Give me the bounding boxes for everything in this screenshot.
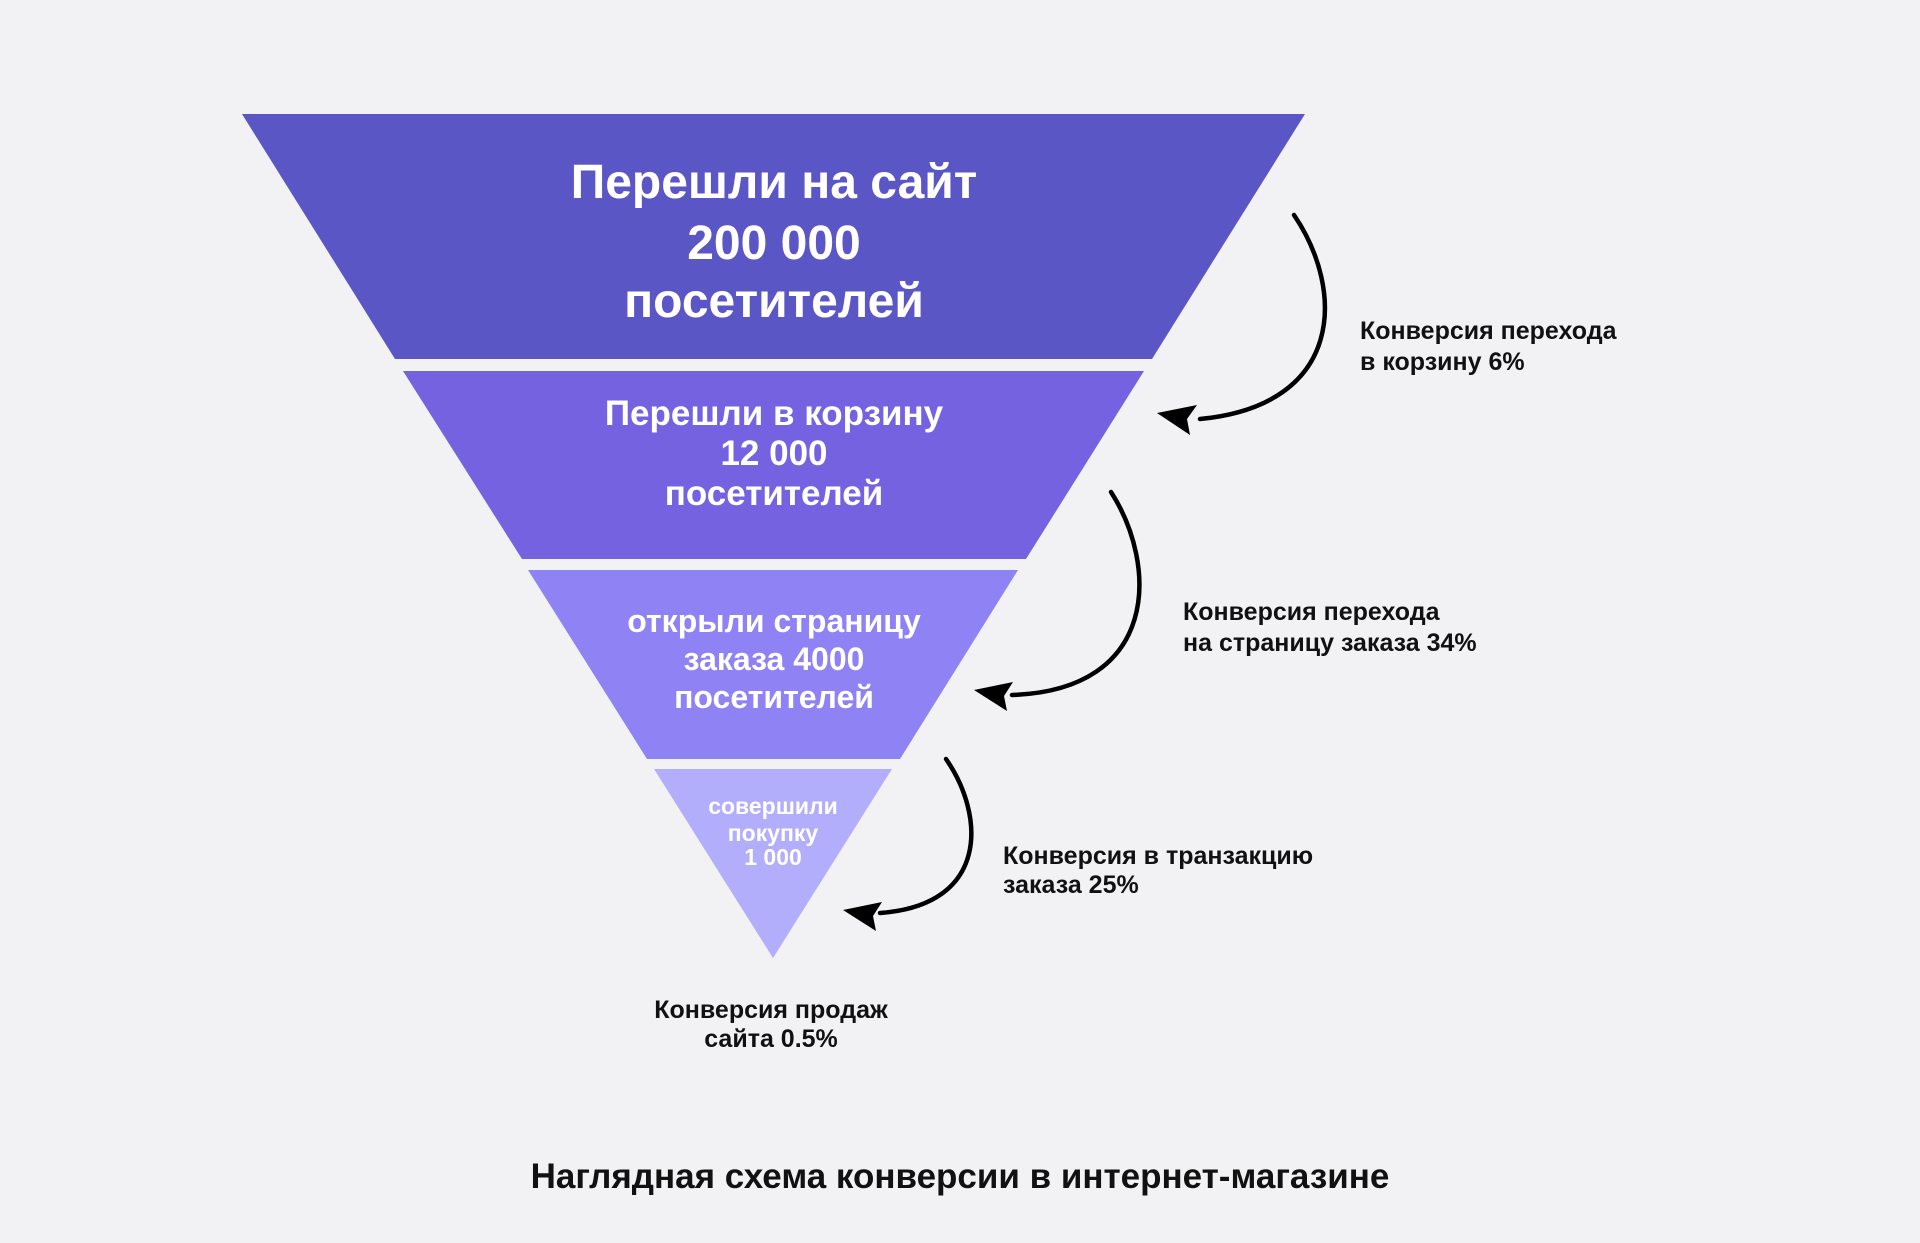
diagram-caption: Наглядная схема конверсии в интернет-маг… xyxy=(531,1157,1390,1196)
stage-3-line-3: посетителей xyxy=(674,679,874,715)
stage-2-line-3: посетителей xyxy=(665,474,884,513)
conversion-label-1: Конверсия перехода в корзину 6% xyxy=(1360,317,1618,376)
stage-4-line-1: совершили xyxy=(708,793,838,819)
stage-4-line-3: 1 000 xyxy=(744,844,802,870)
conversion-2-line-2: на страницу заказа 34% xyxy=(1183,629,1477,657)
funnel-stage-2: Перешли в корзину 12 000 посетителей xyxy=(403,371,1144,559)
stage-4-line-2: покупку xyxy=(728,820,819,846)
stage-2-line-1: Перешли в корзину xyxy=(605,394,944,433)
arrow-2-head-icon xyxy=(974,682,1013,711)
conversion-arrow-1 xyxy=(1157,212,1328,435)
funnel-stage-4: совершили покупку 1 000 xyxy=(654,769,892,958)
stage-1-line-1: Перешли на сайт xyxy=(571,156,978,209)
conversion-label-2: Конверсия перехода на страницу заказа 34… xyxy=(1183,598,1477,657)
funnel-stage-1: Перешли на сайт 200 000 посетителей xyxy=(242,114,1305,359)
arrow-1-head-icon xyxy=(1157,405,1197,435)
conversion-1-line-1: Конверсия перехода xyxy=(1360,317,1618,345)
funnel-stage-3-shape xyxy=(528,570,1018,759)
conversion-arrow-3 xyxy=(843,756,974,931)
total-conversion-label: Конверсия продаж сайта 0.5% xyxy=(654,996,888,1053)
arrow-2-curve xyxy=(1009,489,1142,698)
conversion-3-line-1: Конверсия в транзакцию xyxy=(1003,842,1313,870)
conversion-3-line-2: заказа 25% xyxy=(1003,871,1139,899)
stage-1-line-2: 200 000 xyxy=(687,217,861,270)
arrow-1-curve xyxy=(1197,212,1328,422)
arrow-3-head-icon xyxy=(843,902,882,931)
funnel-stage-2-shape xyxy=(403,371,1144,559)
conversion-1-line-2: в корзину 6% xyxy=(1360,348,1525,376)
funnel-stage-1-shape xyxy=(242,114,1305,359)
stage-1-line-3: посетителей xyxy=(624,275,924,328)
funnel-stage-4-shape xyxy=(654,769,892,958)
conversion-label-3: Конверсия в транзакцию заказа 25% xyxy=(1003,842,1313,899)
total-conversion-line-2: сайта 0.5% xyxy=(704,1025,838,1053)
stage-3-line-2: заказа 4000 xyxy=(684,641,865,677)
conversion-arrow-2 xyxy=(974,489,1142,711)
funnel-stage-3: открыли страницу заказа 4000 посетителей xyxy=(528,570,1018,759)
total-conversion-line-1: Конверсия продаж xyxy=(654,996,888,1024)
conversion-2-line-1: Конверсия перехода xyxy=(1183,598,1441,626)
stage-3-line-1: открыли страницу xyxy=(627,603,921,639)
stage-2-line-2: 12 000 xyxy=(720,434,827,473)
arrow-3-curve xyxy=(877,756,974,916)
